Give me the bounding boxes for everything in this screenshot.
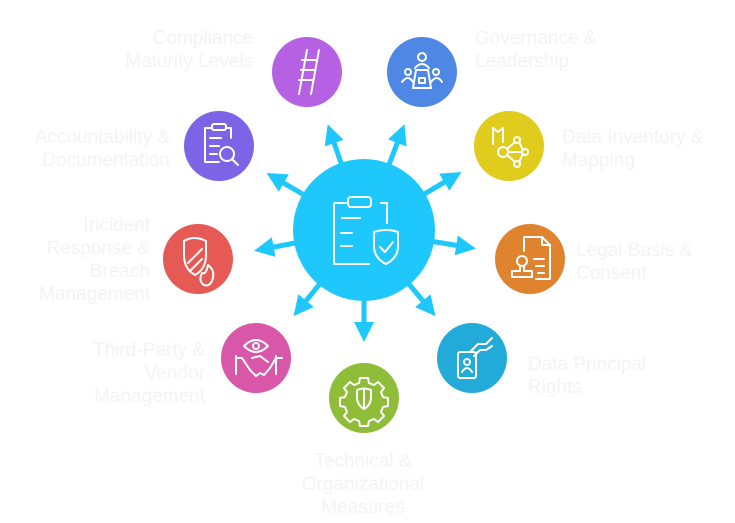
node-label-line: Measures [321,497,405,518]
gear-shield-icon [339,377,389,427]
node-label-line: Management [94,386,205,407]
node-label-line: Breach [89,261,150,282]
node-id-card-hand [437,323,507,393]
clipboard-shield-icon [333,196,399,265]
node-label-line: Organizational [301,474,425,495]
clipboard-search-icon [204,123,239,166]
node-label-line: Data Principal [528,354,647,375]
node-label-line: Maturity Levels [125,51,253,72]
node-label-line: Third-Party & [93,340,205,361]
node-label-line: Consent [576,263,647,284]
node-label-line: Compliance [152,28,253,49]
stamp-document-icon [511,236,551,280]
id-card-hand-icon [457,337,493,379]
node-label-line: Leadership [475,51,570,72]
node-label: Data Inventory &Mapping [562,126,704,172]
node-label-line: Mapping [562,150,635,171]
center-circle [293,159,435,301]
shield-fire-icon [183,237,215,287]
node-label-line: Data Inventory & [562,127,704,148]
meeting-icon [401,52,443,89]
node-meeting [387,37,457,107]
node-stamp-document [495,224,565,294]
node-label-line: Accountability & [34,127,170,148]
handshake-eye-icon [235,339,283,377]
node-handshake-eye [221,323,291,393]
node-gear-shield [329,363,399,433]
node-label-line: Rights [528,377,582,398]
node-label: Legal Basis &Consent [576,239,692,285]
node-label: Accountability &Documentation [35,126,170,172]
node-label-line: Incident [83,215,150,236]
node-label-line: Legal Basis & [576,240,693,261]
node-label-line: Technical & [314,451,412,472]
node-label-line: Documentation [42,150,170,171]
ladder-icon [298,49,320,95]
data-map-icon [492,127,529,168]
node-ladder [272,37,342,107]
node-label: Governance &Leadership [475,27,596,73]
node-shield-fire [163,224,233,294]
node-clipboard-search [184,111,254,181]
node-label-line: Governance & [475,28,597,49]
node-label-line: Management [39,284,150,305]
node-label-line: Vendor [144,363,205,384]
node-label-line: Response & [46,238,150,259]
node-data-map [474,111,544,181]
